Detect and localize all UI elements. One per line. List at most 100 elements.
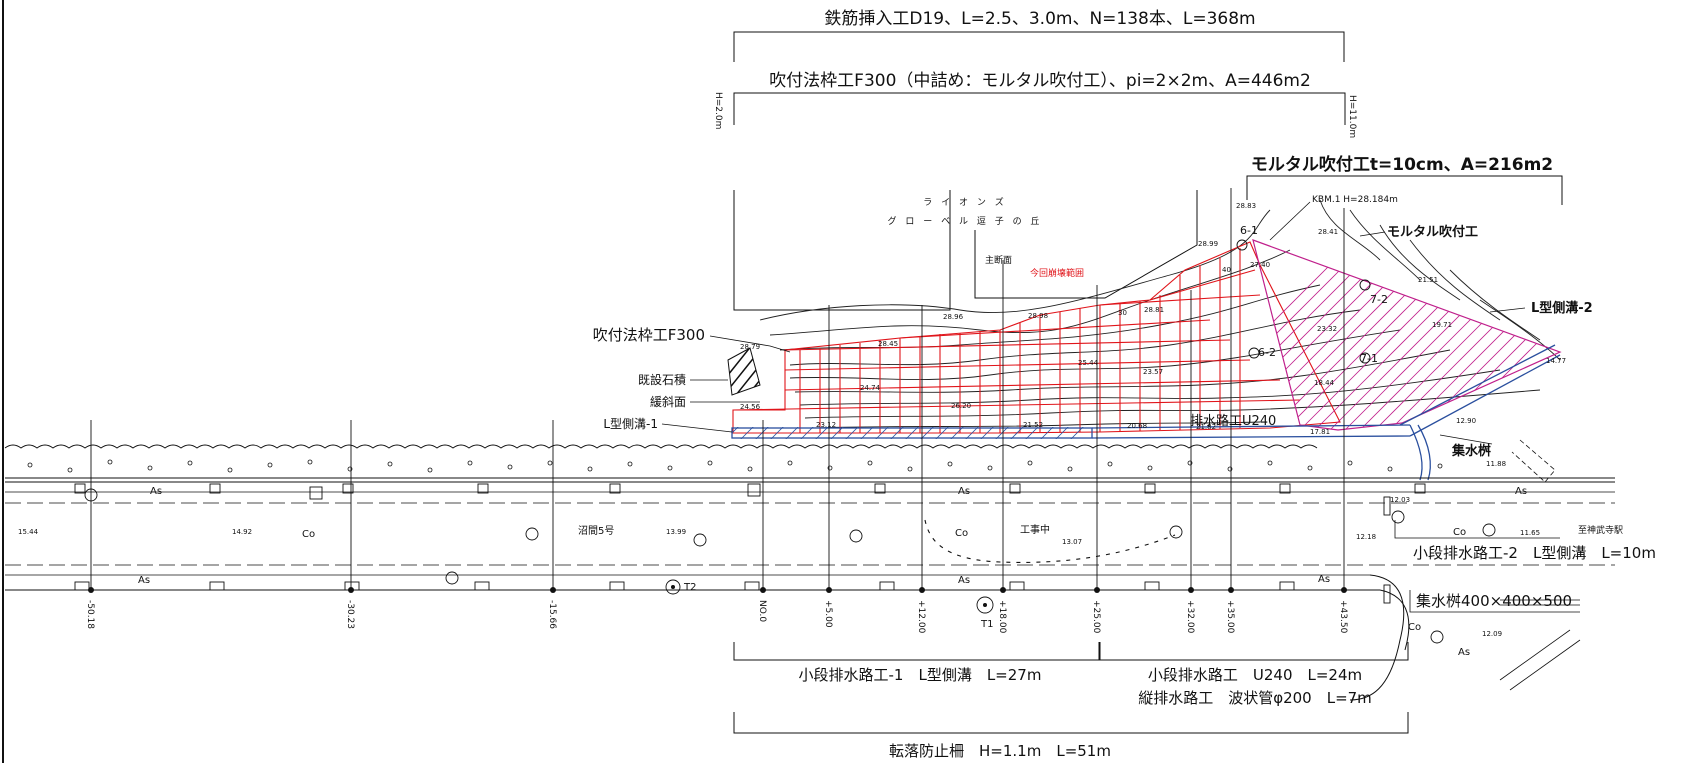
lions-label: ラ イ オ ン ズ: [923, 196, 1006, 208]
station-label: -50.18: [85, 600, 95, 629]
concrete-label: Co: [955, 528, 968, 539]
point-label: 7-2: [1370, 293, 1388, 306]
collapse-area-label: 今回崩壊範囲: [1030, 267, 1084, 279]
concrete-label: Co: [302, 529, 315, 540]
station-label: NO.0: [757, 600, 767, 622]
t1-label: T1: [980, 619, 993, 630]
elevation-label: 19.71: [1432, 321, 1452, 329]
frame-title: 吹付法枠工F300（中詰め：モルタル吹付工）、pi=2×2m、A=446m2: [769, 71, 1311, 91]
slope-contours: [759, 199, 1561, 429]
road-name-label: 沼間5号: [578, 524, 614, 537]
concrete-label: Co: [1408, 622, 1421, 633]
elevation-label: 28.41: [1318, 228, 1338, 236]
elevation-label: 28.79: [740, 343, 760, 351]
small-drain-2-note: 小段排水路工-2 L型側溝 L=10m: [1413, 544, 1656, 562]
bottom-brackets: [733, 642, 1409, 734]
station-labels: -50.18 -30.23 -15.66 NO.0 +5.00 +12.00 +…: [85, 600, 1348, 634]
elevation-label: 17.81: [1310, 428, 1330, 436]
lions-label: グ ロ ー ベ ル 逗 子 の 丘: [888, 215, 1043, 227]
asphalt-label: As: [1515, 486, 1527, 497]
frame-grid: [732, 241, 1341, 434]
elevation-label: 12.09: [1482, 630, 1502, 638]
elevation-label: 13.07: [1062, 538, 1082, 546]
road-boxes: [74, 483, 1426, 604]
gentle-slope-label: 緩斜面: [650, 395, 686, 409]
station-label: -15.66: [547, 600, 557, 629]
elevation-label: 28.81: [1144, 306, 1164, 314]
l-ditch-1-label: L型側溝-1: [603, 417, 658, 431]
station-label: -30.23: [345, 600, 355, 629]
elevation-label: 28.83: [1236, 202, 1256, 210]
building-outline: [733, 190, 1198, 311]
asphalt-label: As: [138, 575, 150, 586]
vertical-drain-note: 縦排水路工 波状管φ200 L=7m: [1138, 689, 1372, 707]
elevation-label: 11.65: [1520, 529, 1540, 537]
asphalt-label: As: [1458, 647, 1470, 658]
road: [5, 439, 1615, 701]
drain-u240-label: 排水路工U240: [1190, 413, 1276, 429]
station-label: +12.00: [916, 600, 926, 634]
elevation-labels: 15.44 14.92 13.99 13.07 12.18 11.65 12.0…: [18, 202, 1566, 638]
basin-size-note: 集水桝400×400×500: [1416, 592, 1572, 610]
station-label: +32.00: [1185, 600, 1195, 634]
existing-stone-wall: [727, 347, 761, 396]
elevation-label: 24.74: [860, 384, 881, 392]
station-label: +35.00: [1225, 600, 1235, 634]
elevation-label: 13.99: [666, 528, 686, 536]
mortar-spray-label: モルタル吹付工: [1387, 224, 1478, 240]
elevation-label: 27.40: [1250, 261, 1270, 269]
elevation-label: 18.44: [1314, 379, 1335, 387]
existing-wall-label: 既設石積: [638, 372, 686, 387]
rebar-title: 鉄筋挿入工D19、L=2.5、3.0m、N=138本、L=368m: [824, 9, 1255, 29]
elevation-label: 21.52: [1023, 421, 1043, 429]
mortar-title: モルタル吹付工t=10cm、A=216m2: [1251, 154, 1553, 175]
catch-basin-label: 集水桝: [1451, 443, 1491, 459]
station-lines: [90, 188, 1345, 590]
concrete-label: Co: [1453, 527, 1466, 538]
small-drain-1-note: 小段排水路工-1 L型側溝 L=27m: [799, 666, 1042, 684]
elevation-label: 28.99: [1198, 240, 1218, 248]
elevation-label: 15.44: [18, 528, 39, 536]
elevation-label: 25.44: [1078, 359, 1099, 367]
elevation-label: 14.92: [232, 528, 252, 536]
asphalt-label: As: [1318, 574, 1330, 585]
station-direction-label: 至神武寺駅: [1578, 524, 1623, 536]
frame-f300-label: 吹付法枠工F300: [593, 326, 705, 344]
drain-lines: [731, 344, 1561, 481]
asphalt-label: As: [150, 486, 162, 497]
station-label: +43.50: [1338, 600, 1348, 634]
construction-label: 工事中: [1020, 523, 1050, 536]
kbm-label: KBM.1 H=28.184m: [1312, 195, 1398, 205]
elevation-label: 14.77: [1546, 357, 1566, 365]
station-label: +25.00: [1091, 600, 1101, 634]
l-ditch-2-label: L型側溝-2: [1531, 300, 1593, 316]
elevation-dots: [671, 585, 987, 607]
point-label: 6-1: [1240, 224, 1258, 237]
elevation-label: 28.45: [878, 340, 898, 348]
elevation-label: 12.03: [1390, 496, 1410, 504]
fence-note: 転落防止柵 H=1.1m L=51m: [889, 742, 1111, 760]
point-label: 7-1: [1360, 352, 1378, 365]
survey-points: [84, 239, 1496, 644]
elevation-label: 20.68: [1127, 422, 1147, 430]
elevation-label: 23.32: [1317, 325, 1337, 333]
callout-leaders: [661, 335, 1493, 445]
height-right: H=11.0m: [1347, 95, 1357, 138]
point-label: 6-2: [1258, 346, 1276, 359]
elevation-label: 30: [1118, 309, 1127, 317]
asphalt-label: As: [958, 486, 970, 497]
elevation-label: 12.90: [1456, 417, 1476, 425]
height-left: H=2.0m: [713, 92, 723, 129]
elevation-label: 12.18: [1356, 533, 1376, 541]
elevation-label: 21.82: [1196, 423, 1216, 431]
elevation-label: 11.88: [1486, 460, 1506, 468]
elevation-label: 24.56: [740, 403, 761, 411]
rebar-bracket: [733, 31, 1563, 205]
small-drain-u240-note: 小段排水路工 U240 L=24m: [1148, 666, 1362, 684]
t2-label: T2: [683, 582, 696, 593]
station-label: +5.00: [823, 600, 833, 628]
main-section-label: 主断面: [985, 254, 1012, 266]
elevation-label: 28.96: [943, 313, 964, 321]
station-label: +18.00: [997, 600, 1007, 634]
